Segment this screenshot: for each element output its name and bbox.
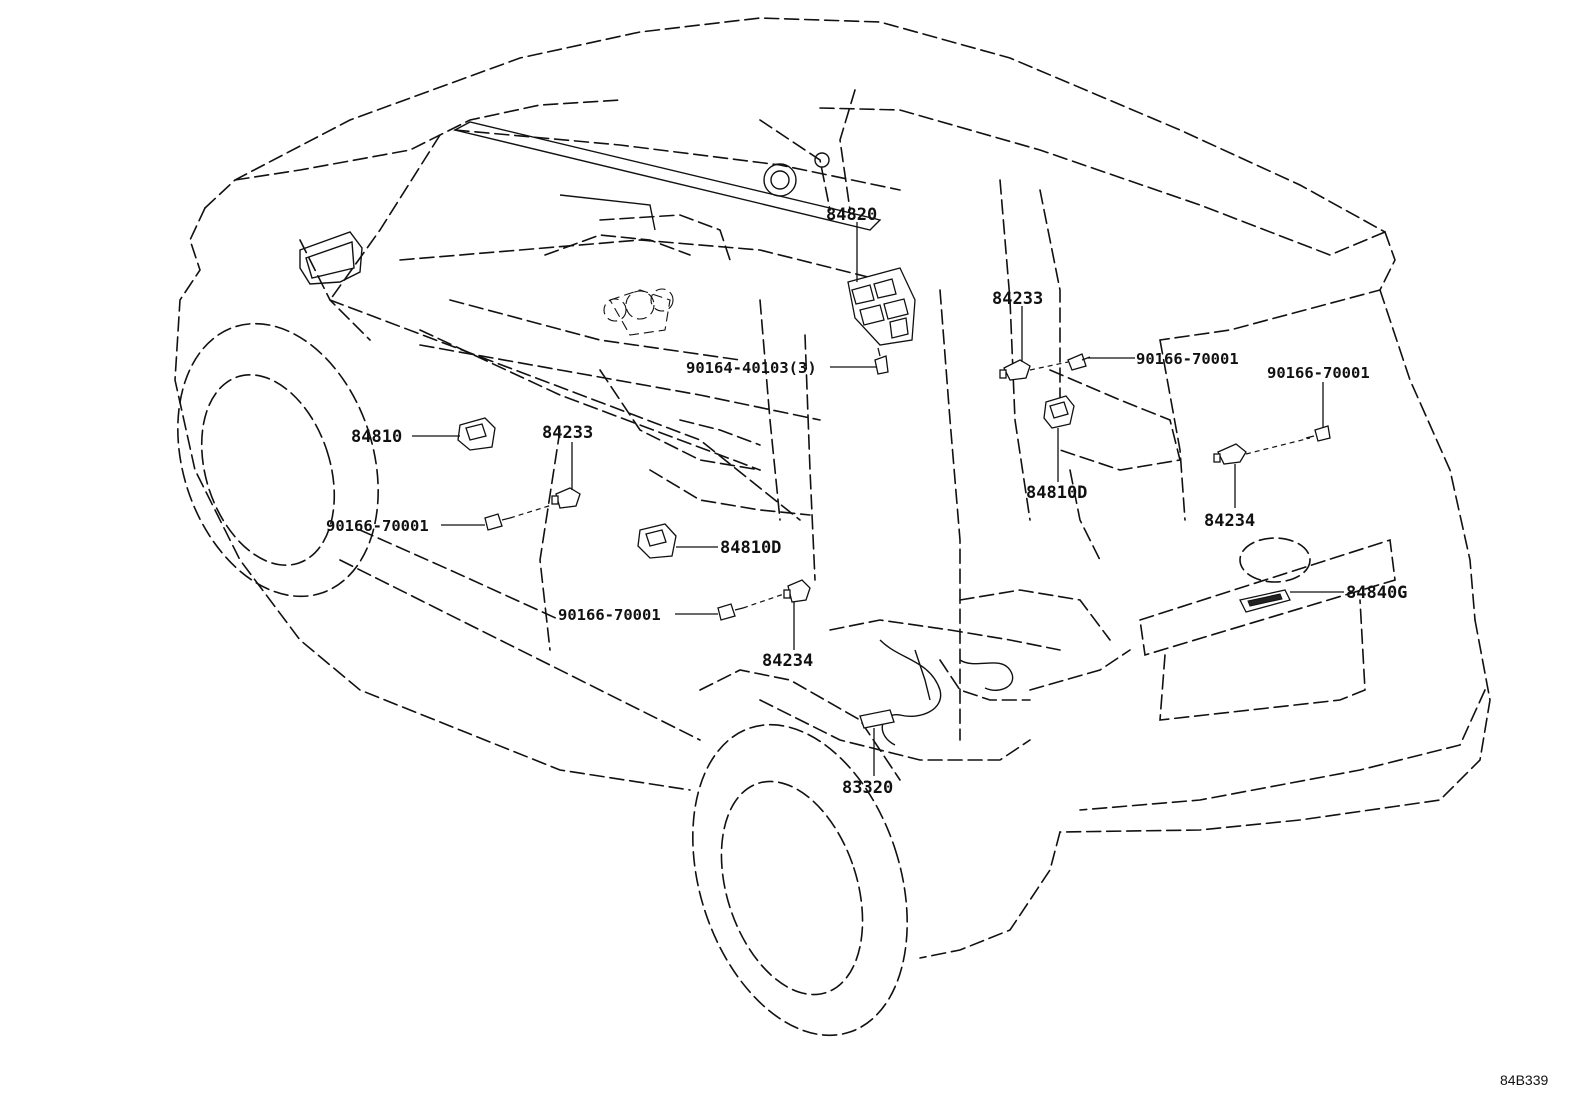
door-courtesy-switch-icon xyxy=(551,487,581,509)
screw-icon xyxy=(484,513,511,531)
clip-icon xyxy=(874,347,889,375)
callout-84233-right: 84233 xyxy=(992,289,1043,309)
callout-90166-right-1: 90166-70001 xyxy=(1136,350,1239,368)
door-courtesy-switch-icon xyxy=(783,579,811,603)
callout-84810D-center: 84810D xyxy=(720,538,781,558)
vehicle-outline xyxy=(174,17,1491,1037)
callout-84234-right: 84234 xyxy=(1204,511,1255,531)
screw-icon xyxy=(1067,353,1091,371)
power-window-master-switch-icon xyxy=(847,267,916,346)
callout-90166-left-2: 90166-70001 xyxy=(558,606,661,624)
power-window-switch-icon xyxy=(457,417,496,451)
control-module-icon xyxy=(859,709,895,729)
callout-90166-left-1: 90166-70001 xyxy=(326,517,429,535)
back-door-opener-switch-icon xyxy=(1239,589,1291,613)
door-courtesy-switch-icon xyxy=(999,359,1031,381)
callout-84820: 84820 xyxy=(826,205,877,225)
callout-84233-left: 84233 xyxy=(542,423,593,443)
callout-84810D-right: 84810D xyxy=(1026,483,1087,503)
screw-icon xyxy=(717,603,744,621)
door-courtesy-switch-icon xyxy=(1213,443,1247,465)
figure-code: 84B339 xyxy=(1500,1072,1548,1088)
callout-84810: 84810 xyxy=(351,427,402,447)
callout-90166-right-2: 90166-70001 xyxy=(1267,364,1370,382)
callout-labels: 84820 84233 90166-70001 90166-70001 9016… xyxy=(326,205,1407,798)
leader-lines xyxy=(412,222,1344,776)
power-window-switch-icon xyxy=(1043,395,1075,429)
callout-84840G: 84840G xyxy=(1346,583,1407,603)
parts xyxy=(457,267,1331,729)
callout-83320: 83320 xyxy=(842,778,893,798)
power-window-switch-icon xyxy=(637,523,677,559)
callout-84234-center: 84234 xyxy=(762,651,813,671)
callout-90164-40103: 90164-40103(3) xyxy=(686,359,817,377)
screw-icon xyxy=(1305,425,1331,442)
